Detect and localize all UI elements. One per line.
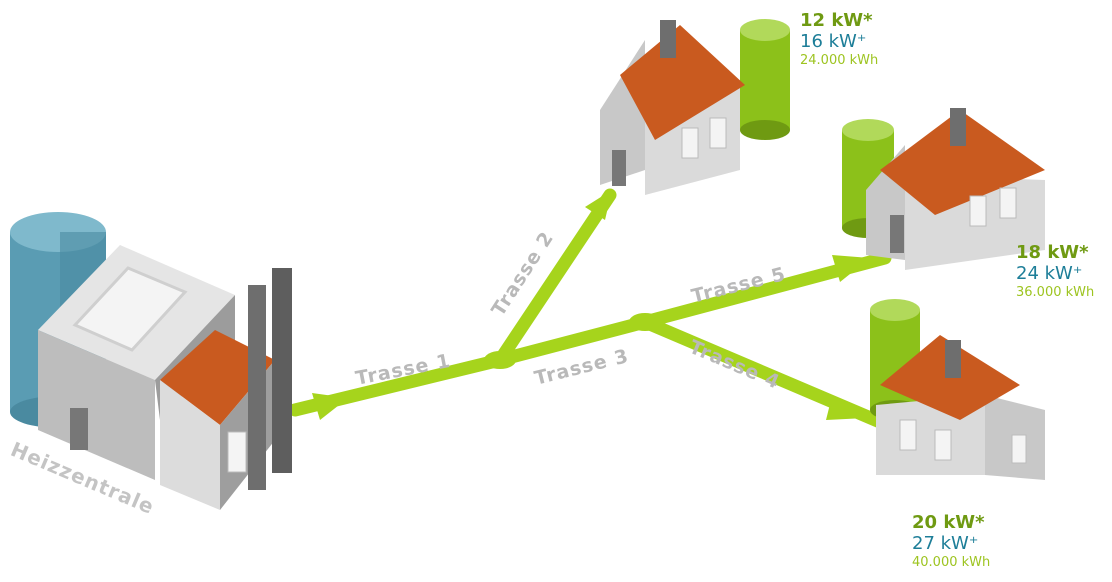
house-bottom-values: 20 kW* 27 kW⁺ 40.000 kWh <box>912 514 990 572</box>
annex-window <box>228 432 246 472</box>
house-right-window-2 <box>1000 188 1016 218</box>
green-tank-base <box>740 120 790 140</box>
junction-2 <box>629 313 661 331</box>
house-bottom-kw-star: 20 kW* <box>912 514 990 532</box>
house-right-kw-star: 18 kW* <box>1016 244 1094 262</box>
house-top <box>600 19 790 195</box>
central-door <box>70 408 88 450</box>
chimney-2 <box>272 268 292 473</box>
house-top-kwh: 24.000 kWh <box>800 54 878 67</box>
house-right-door <box>890 215 904 253</box>
house-right-values: 18 kW* 24 kW⁺ 36.000 kWh <box>1016 244 1094 302</box>
house-top-window-1 <box>682 128 698 158</box>
green-tank-top-house <box>740 30 790 130</box>
house-right-chimney <box>950 108 966 146</box>
house-top-window-2 <box>710 118 726 148</box>
green-tank-lid <box>842 119 894 141</box>
house-top-kw-plus: 16 kW⁺ <box>800 33 878 51</box>
house-top-kw-star: 12 kW* <box>800 12 878 30</box>
pipe-network <box>295 195 885 422</box>
house-bottom-chimney <box>945 340 961 378</box>
house-top-door <box>612 150 626 186</box>
house-top-chimney <box>660 20 676 58</box>
junction-1 <box>484 351 516 369</box>
house-bottom-window-2 <box>935 430 951 460</box>
house-right-kwh: 36.000 kWh <box>1016 286 1094 299</box>
chimney-1 <box>248 285 266 490</box>
house-right-window-1 <box>970 196 986 226</box>
house-right <box>842 108 1045 270</box>
house-bottom-kwh: 40.000 kWh <box>912 556 990 569</box>
green-tank-lid <box>740 19 790 41</box>
house-bottom <box>870 299 1045 480</box>
house-top-values: 12 kW* 16 kW⁺ 24.000 kWh <box>800 12 878 70</box>
house-bottom-kw-plus: 27 kW⁺ <box>912 535 990 553</box>
green-tank-lid <box>870 299 920 321</box>
house-right-kw-plus: 24 kW⁺ <box>1016 265 1094 283</box>
house-bottom-side-window <box>1012 435 1026 463</box>
house-bottom-window-1 <box>900 420 916 450</box>
